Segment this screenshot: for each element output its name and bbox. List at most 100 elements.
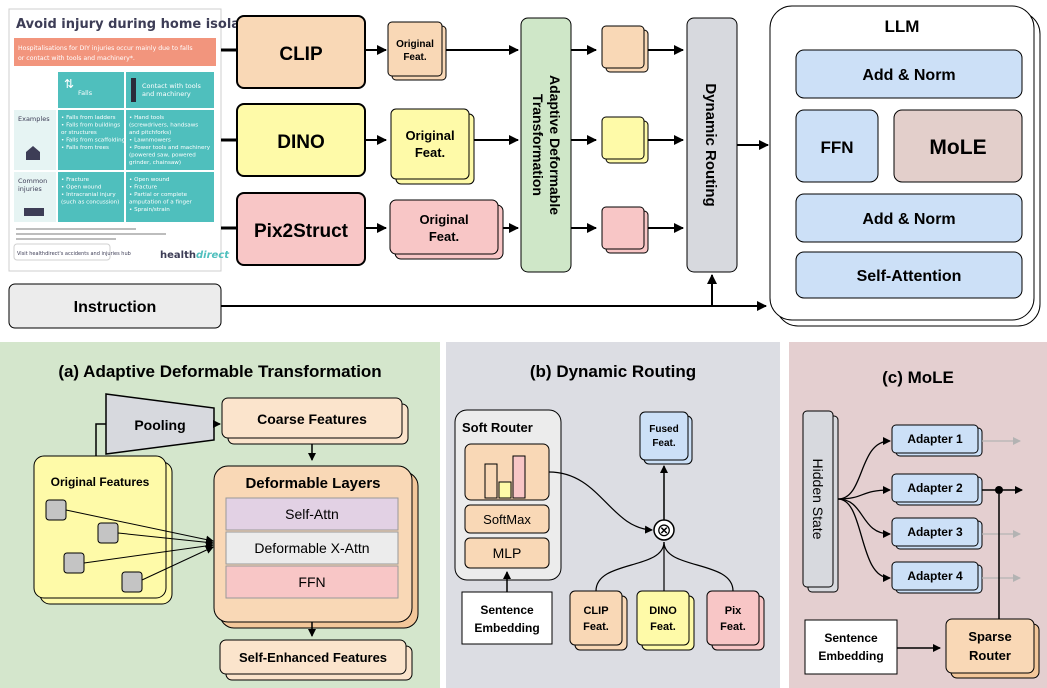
svg-text:Original: Original bbox=[405, 128, 454, 143]
svg-text:Embedding: Embedding bbox=[818, 649, 883, 663]
mlp-label: MLP bbox=[493, 545, 522, 561]
svg-text:Sparse: Sparse bbox=[968, 629, 1011, 644]
adaptive-deformable-transformation-block: Adaptive Deformable Transformation bbox=[520, 17, 572, 273]
svg-text:Original: Original bbox=[419, 212, 468, 227]
weights-to-sum-arrow bbox=[548, 471, 653, 534]
bandage-icon bbox=[24, 208, 44, 216]
dynamic-routing-label: Dynamic Routing bbox=[702, 83, 719, 206]
adt-label-line1: Adaptive Deformable bbox=[547, 75, 563, 215]
poster-row-injuries-line1: Common bbox=[18, 177, 47, 185]
poster-list-line: • Falls from buildings bbox=[61, 123, 120, 129]
poster-brand: healthdirect bbox=[160, 250, 230, 261]
poster-list-line: • Falls from scaffolding bbox=[61, 138, 126, 144]
poster-list-line: • Lawnmowers bbox=[129, 138, 171, 144]
poster-list-line: (screwdrivers, handsaws bbox=[129, 123, 198, 129]
poster-banner bbox=[14, 38, 216, 66]
coarse-features-label: Coarse Features bbox=[257, 411, 367, 427]
feature-point bbox=[121, 571, 143, 593]
poster-falls-examples: • Falls from ladders • Falls from buildin… bbox=[61, 115, 126, 151]
pooling-label: Pooling bbox=[134, 417, 185, 433]
poster-banner-line2: or contact with tools and machinery*. bbox=[18, 55, 135, 62]
panel-a-title: (a) Adaptive Deformable Transformation bbox=[58, 362, 381, 381]
svg-text:CLIP: CLIP bbox=[583, 605, 608, 617]
pix-original-feat: Original Feat. bbox=[389, 199, 504, 260]
fused-feat-box bbox=[639, 411, 689, 461]
svg-text:Sentence: Sentence bbox=[824, 631, 878, 645]
poster-col-tools-line2: and machinery bbox=[142, 90, 191, 98]
svg-text:Embedding: Embedding bbox=[474, 621, 539, 635]
add-norm-top-label: Add & Norm bbox=[862, 67, 955, 84]
poster-list-line: • Fracture bbox=[61, 177, 90, 183]
sampling-arrows bbox=[65, 509, 214, 581]
layer-deformable-x-attn bbox=[225, 531, 399, 565]
mlp-box bbox=[464, 537, 550, 569]
llm-block: LLM Add & Norm FFN MoLE Add & Norm Self-… bbox=[769, 5, 1041, 327]
fine-print bbox=[16, 228, 136, 230]
svg-text:Feat.: Feat. bbox=[583, 621, 609, 633]
house-icon bbox=[26, 146, 40, 160]
falls-icon: ⇅ bbox=[64, 77, 74, 91]
deformable-layers-label: Deformable Layers bbox=[245, 475, 380, 492]
poster-list-line: • Hand tools bbox=[129, 115, 164, 121]
add-norm-top bbox=[795, 49, 1023, 99]
poster-falls-header bbox=[58, 72, 124, 108]
layer-ffn bbox=[225, 565, 399, 599]
feature-point bbox=[45, 499, 67, 521]
svg-text:Fused: Fused bbox=[649, 424, 678, 435]
clip-encoder: CLIP bbox=[236, 15, 366, 89]
svg-text:Original: Original bbox=[396, 39, 434, 50]
poster-list-line: • Power tools and machinery bbox=[129, 145, 211, 151]
panel-c-title: (c) MoLE bbox=[882, 368, 954, 387]
adapter-4-box bbox=[891, 561, 979, 591]
adapter-4-label: Adapter 4 bbox=[907, 569, 963, 583]
gate-dot bbox=[995, 486, 1003, 494]
adapter-2-box bbox=[891, 473, 979, 503]
document-poster: Avoid injury during home isolation Hospi… bbox=[8, 8, 269, 272]
clip-adapted-feat bbox=[601, 25, 649, 73]
svg-text:Pix: Pix bbox=[725, 605, 742, 617]
weight-bar-pix bbox=[512, 455, 526, 499]
hidden-state-box bbox=[802, 410, 834, 588]
sentence-embedding-c bbox=[804, 619, 898, 675]
dino-feat-b: DINO Feat. bbox=[636, 590, 695, 651]
svg-text:Feat.: Feat. bbox=[650, 621, 676, 633]
svg-text:Self-Attn: Self-Attn bbox=[285, 506, 339, 522]
feature-point bbox=[63, 552, 85, 574]
dino-adapted-feat bbox=[601, 116, 649, 164]
poster-list-line: and pitchforks) bbox=[129, 130, 171, 136]
mole-block bbox=[893, 109, 1023, 183]
hidden-to-adapters-arrows bbox=[837, 437, 891, 582]
poster-list-line: (such as concussion) bbox=[61, 200, 119, 206]
poster-title: Avoid injury during home isolation bbox=[16, 17, 269, 32]
softmax-box bbox=[464, 504, 550, 534]
pix-feat-b: Pix Feat. bbox=[706, 590, 765, 651]
dino-label: DINO bbox=[277, 132, 325, 153]
poster-list-line: • Intracranial injury bbox=[61, 192, 116, 198]
weight-bar-clip bbox=[484, 463, 498, 499]
poster-list-line: or structures bbox=[61, 130, 97, 136]
ffn-block bbox=[795, 109, 879, 183]
sentence-embedding-b bbox=[461, 591, 553, 645]
poster-footer-link: Visit healthdirect's accidents and injur… bbox=[17, 251, 131, 257]
adapter-2-label: Adapter 2 bbox=[907, 481, 963, 495]
svg-text:DINO: DINO bbox=[649, 605, 677, 617]
adapter-3-label: Adapter 3 bbox=[907, 525, 963, 539]
poster-list-line: • Fracture bbox=[129, 185, 158, 191]
poster-col-falls: Falls bbox=[78, 89, 93, 97]
self-attention-block bbox=[795, 251, 1023, 299]
self-enhanced-features-box bbox=[219, 639, 407, 675]
layer-self-attn bbox=[225, 497, 399, 531]
instruction-label: Instruction bbox=[74, 299, 157, 316]
svg-text:Feat.: Feat. bbox=[429, 229, 459, 244]
poster-list-line: • Open wound bbox=[61, 185, 102, 191]
pooling-block bbox=[105, 393, 215, 455]
sparse-router-box bbox=[945, 618, 1035, 674]
weight-bar-dino bbox=[498, 481, 512, 499]
svg-text:FFN: FFN bbox=[298, 574, 325, 590]
poster-tools-header bbox=[126, 72, 214, 108]
panel-b-title: (b) Dynamic Routing bbox=[530, 362, 696, 381]
adapter-3-box bbox=[891, 517, 979, 547]
poster-list-line: • Falls from ladders bbox=[61, 115, 116, 121]
